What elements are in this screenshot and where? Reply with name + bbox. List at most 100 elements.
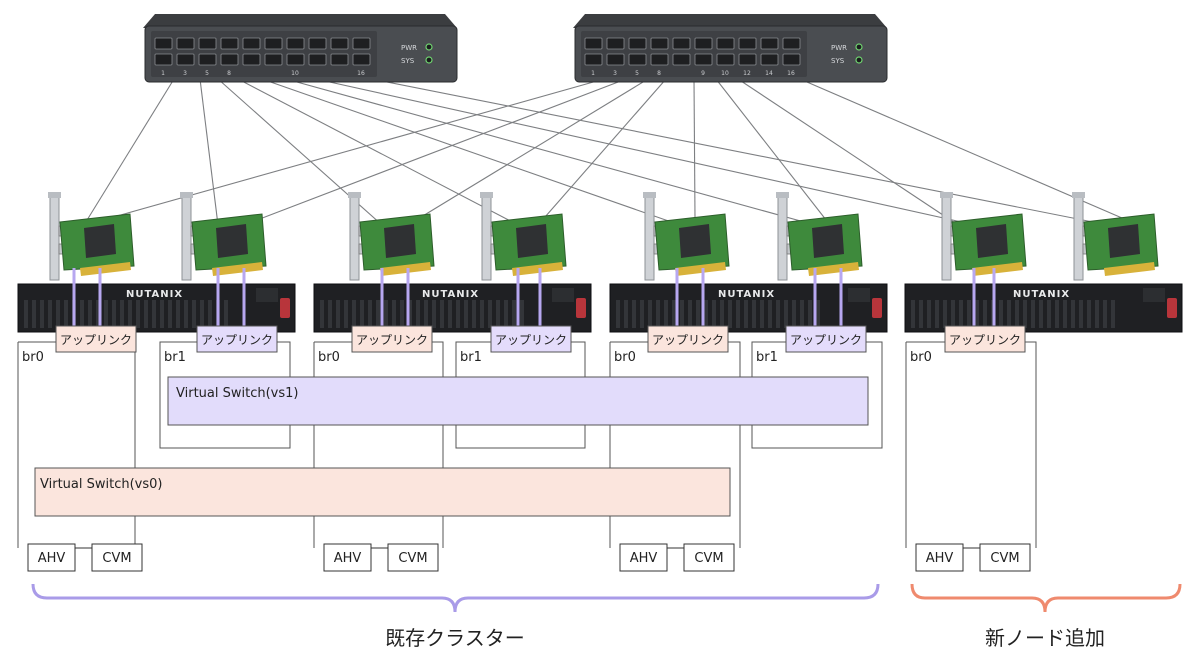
switch-top-face — [143, 14, 457, 28]
uplink-label: アップリンク — [495, 333, 567, 347]
server-vent — [368, 300, 372, 328]
server-vent — [1111, 300, 1115, 328]
sys-led — [425, 56, 433, 64]
server-vent — [1063, 300, 1067, 328]
port-number-label: 3 — [613, 70, 617, 77]
uplink-box: アップリンク — [196, 325, 278, 353]
groups: 既存クラスター新ノード追加 — [31, 583, 1182, 650]
server-vent — [712, 300, 716, 328]
pwr-label: PWR — [831, 44, 847, 52]
nic-bracket-tab — [348, 192, 361, 198]
server-vent — [488, 300, 492, 328]
port-number-label: 5 — [635, 70, 639, 77]
switch-port — [716, 37, 735, 50]
pwr-led — [425, 43, 433, 51]
uplink-box-frame — [196, 325, 278, 353]
server-brand-label: NUTANIX — [1013, 289, 1070, 300]
server-vent — [736, 300, 740, 328]
server-vent — [80, 300, 84, 328]
switch-port — [672, 37, 691, 50]
sys-label: SYS — [401, 57, 415, 65]
server-vent — [472, 300, 476, 328]
switch-port — [352, 53, 371, 66]
port-number-label: 9 — [701, 70, 705, 77]
ahv-label: AHV — [334, 551, 362, 566]
switch-port — [286, 37, 305, 50]
server-vent — [664, 300, 668, 328]
switch-port — [760, 37, 779, 50]
uplink-box: アップリンク — [785, 325, 867, 353]
nic-bracket-tab — [48, 192, 61, 198]
switch-port — [220, 53, 239, 66]
switch-port — [760, 53, 779, 66]
server-vent — [320, 300, 324, 328]
switch-port — [308, 53, 327, 66]
switch-port — [264, 37, 283, 50]
nic-edge-connector — [80, 262, 131, 276]
vs0-label: Virtual Switch(vs0) — [40, 477, 162, 492]
server-vent — [344, 300, 348, 328]
nic-heatsink — [812, 224, 844, 258]
network-cable — [243, 78, 627, 226]
server-vent — [784, 300, 788, 328]
switch-port — [242, 53, 261, 66]
switch-port — [738, 37, 757, 50]
server-vent — [983, 300, 987, 328]
server-vent — [376, 300, 380, 328]
port-number-label: 1 — [161, 70, 165, 77]
nic-edge-connector — [380, 262, 431, 276]
server-vent — [951, 300, 955, 328]
server-vent — [975, 300, 979, 328]
server-vent — [760, 300, 764, 328]
server-vent — [1015, 300, 1019, 328]
nic-edge-connector — [212, 262, 263, 276]
new-node-bracket — [910, 583, 1182, 613]
port-number-label: 12 — [743, 70, 751, 77]
server-vent — [168, 300, 172, 328]
server-vent — [200, 300, 204, 328]
switch-port — [782, 53, 801, 66]
switch-port — [650, 37, 669, 50]
uplink-box-frame — [55, 325, 137, 353]
server-vent — [919, 300, 923, 328]
nic-bracket — [1073, 195, 1084, 281]
network-cable — [285, 78, 816, 226]
server-vent — [656, 300, 660, 328]
server-vent — [64, 300, 68, 328]
server-vent — [352, 300, 356, 328]
server-vent — [112, 300, 116, 328]
server-vent — [1007, 300, 1011, 328]
cvm-label: CVM — [694, 551, 723, 566]
ahv-box — [27, 543, 76, 572]
server-io-panel — [848, 288, 870, 302]
server-vent — [160, 300, 164, 328]
nic-card — [643, 192, 730, 281]
nic-heatsink — [1108, 224, 1140, 258]
nic-card — [1072, 192, 1159, 281]
switch-port — [286, 53, 305, 66]
network-cable — [407, 78, 649, 226]
nic-bracket-tab — [940, 192, 953, 198]
nic-edge-connector — [972, 262, 1023, 276]
server-vent — [440, 300, 444, 328]
server-vent — [792, 300, 796, 328]
server-vent — [816, 300, 820, 328]
uplink-label: アップリンク — [60, 333, 132, 347]
nic-card — [480, 192, 567, 281]
ahv-box — [915, 543, 964, 572]
nic-card — [180, 192, 267, 281]
uplink-box-frame — [944, 325, 1026, 353]
sys-led — [855, 56, 863, 64]
ahv-label: AHV — [630, 551, 658, 566]
port-number-label: 10 — [721, 70, 729, 77]
uplink-box: アップリンク — [647, 325, 729, 353]
server-vent — [392, 300, 396, 328]
server-vent — [496, 300, 500, 328]
switch-port — [176, 37, 195, 50]
server-vent — [744, 300, 748, 328]
port-number-label: 10 — [291, 70, 299, 77]
server-vent — [336, 300, 340, 328]
network-cable — [83, 78, 175, 226]
uplink-box: アップリンク — [55, 325, 137, 353]
